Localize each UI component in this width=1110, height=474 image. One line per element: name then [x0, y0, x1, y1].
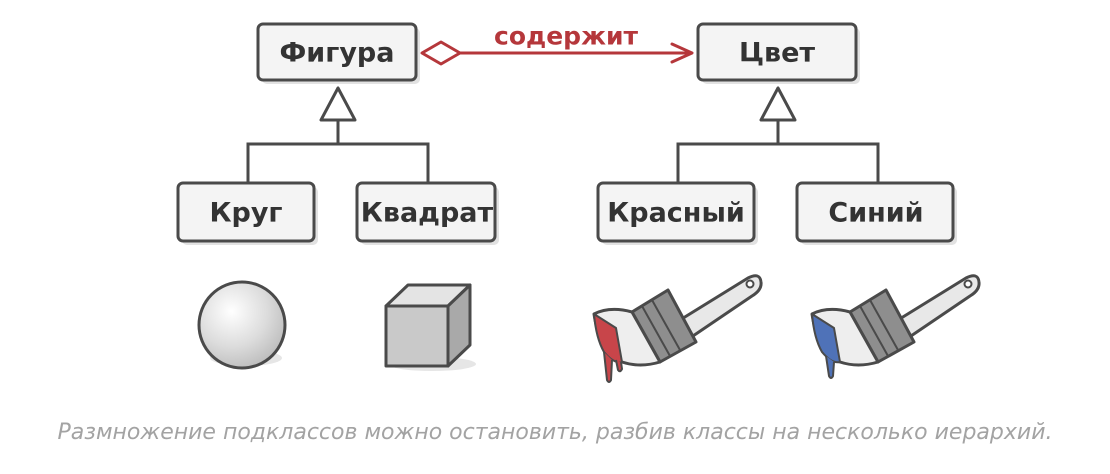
- class-label-blue: Синий: [828, 198, 923, 229]
- class-label-circle: Круг: [209, 198, 282, 229]
- class-label-color: Цвет: [739, 38, 815, 69]
- relation-arrowhead-icon: [670, 42, 694, 64]
- class-box-red: Красный: [596, 181, 758, 245]
- figure-caption: Размножение подклассов можно остановить,…: [57, 420, 1053, 445]
- color-inheritance-connector: [676, 86, 880, 182]
- class-label-red: Красный: [607, 198, 745, 229]
- class-box-square: Квадрат: [355, 181, 499, 245]
- relation-label: содержит: [494, 22, 638, 51]
- blue-brush-icon: [810, 274, 981, 379]
- class-box-shape: Фигура: [256, 22, 420, 84]
- aggregation-diamond-icon: [420, 40, 462, 66]
- contains-relation: содержит: [420, 22, 694, 66]
- color-inheritance-arrow-icon: [759, 86, 797, 122]
- shape-inheritance-arrow-icon: [319, 86, 357, 122]
- red-brush-icon: [592, 274, 763, 383]
- shape-inheritance-connector: [246, 86, 430, 182]
- cube-icon: [384, 283, 476, 371]
- class-label-square: Квадрат: [361, 198, 494, 229]
- sphere-icon: [197, 280, 287, 370]
- class-box-circle: Круг: [176, 181, 318, 245]
- class-box-blue: Синий: [795, 181, 957, 245]
- class-label-shape: Фигура: [280, 38, 395, 69]
- class-box-color: Цвет: [696, 22, 860, 84]
